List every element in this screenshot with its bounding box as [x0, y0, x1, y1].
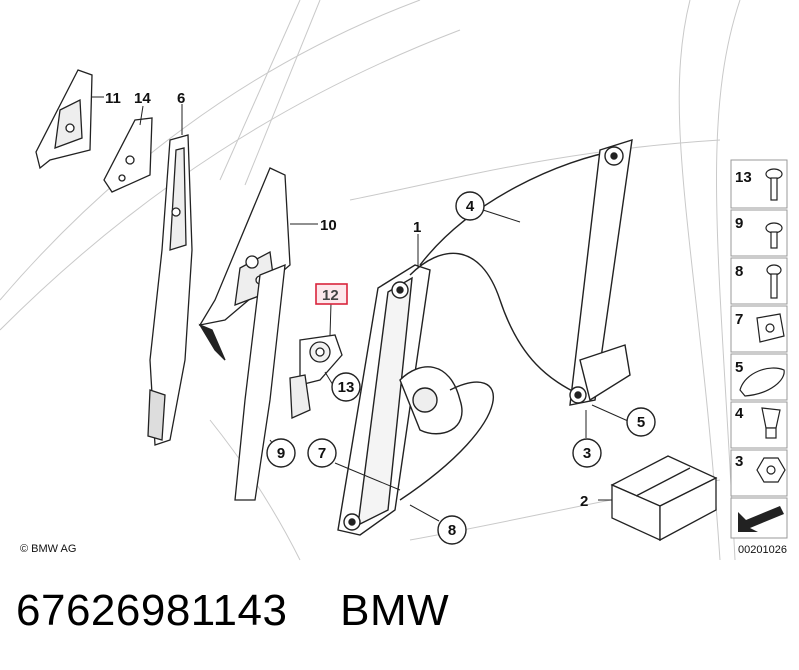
sidebar-item-7: 7	[730, 305, 788, 353]
callout-10: 10	[320, 217, 337, 234]
callout-2: 2	[580, 493, 588, 510]
door-outline	[0, 0, 741, 561]
sidebar-item-9: 9	[730, 209, 788, 257]
part-number: 67626981143	[16, 586, 288, 635]
bolt-icon	[766, 264, 782, 299]
part-4-cable-frame	[409, 139, 633, 406]
part-14-bracket	[103, 117, 153, 193]
bolt-icon	[765, 168, 783, 201]
callout-4: 4	[466, 198, 475, 215]
callout-12: 12	[322, 287, 339, 304]
sidebar-label-4: 4	[735, 405, 744, 422]
callout-8: 8	[448, 522, 456, 539]
copyright-text: © BMW AG	[20, 543, 76, 555]
part-11-mirror-cover	[35, 69, 93, 170]
sidebar-label-8: 8	[735, 263, 743, 280]
part-6-guide-rail	[147, 134, 193, 446]
callout-5: 5	[637, 414, 645, 431]
callout-3-circle: 3	[572, 438, 602, 468]
sidebar-item-3: 3	[730, 449, 788, 497]
callout-8-circle: 8	[437, 515, 467, 545]
hex-nut-icon	[756, 457, 786, 483]
part-12-window-motor	[289, 334, 343, 419]
sidebar-item-5: 5	[730, 353, 788, 401]
callout-1: 1	[413, 219, 421, 236]
callout-5-circle: 5	[626, 407, 656, 437]
sidebar-item-13: 13	[730, 159, 788, 209]
part-10-glass-panel	[198, 167, 291, 361]
callout-4-circle: 4	[455, 191, 485, 221]
callout-7: 7	[318, 445, 326, 462]
clip-nut-icon	[756, 313, 785, 343]
callout-9-circle: 9	[266, 438, 296, 468]
fastener-sidebar: 13 9 8 7	[730, 159, 788, 539]
diagram-code: 00201026	[738, 544, 787, 556]
sidebar-item-4: 4	[730, 401, 788, 449]
sidebar-label-7: 7	[735, 311, 743, 328]
sidebar-label-3: 3	[735, 453, 743, 470]
arrow-icon	[738, 506, 784, 532]
clip-icon	[761, 407, 781, 439]
callout-12-highlight-box	[315, 283, 348, 305]
sidebar-arrow-box	[730, 497, 788, 539]
sidebar-item-8: 8	[730, 257, 788, 305]
callout-13-circle: 13	[331, 372, 361, 402]
sidebar-label-13: 13	[735, 169, 752, 186]
callout-6: 6	[177, 90, 185, 107]
callout-3: 3	[583, 445, 591, 462]
callout-labels: 11 14 6 10 12 13 1 4 5 3 2 9 7	[105, 90, 656, 545]
brand-name: BMW	[340, 586, 450, 635]
cap-icon	[739, 367, 785, 397]
part-1-window-regulator	[337, 264, 494, 536]
callout-14: 14	[134, 90, 151, 107]
callout-7-circle: 7	[307, 438, 337, 468]
sidebar-label-9: 9	[735, 215, 743, 232]
part-number-caption: 67626981143 BMW	[16, 586, 449, 636]
callout-9: 9	[277, 445, 285, 462]
sidebar-label-5: 5	[735, 359, 743, 376]
callout-11: 11	[105, 90, 121, 107]
part-2-box	[610, 455, 718, 542]
part-9-glass-strip	[234, 263, 286, 501]
callout-13: 13	[338, 379, 355, 396]
screw-icon	[765, 222, 783, 249]
